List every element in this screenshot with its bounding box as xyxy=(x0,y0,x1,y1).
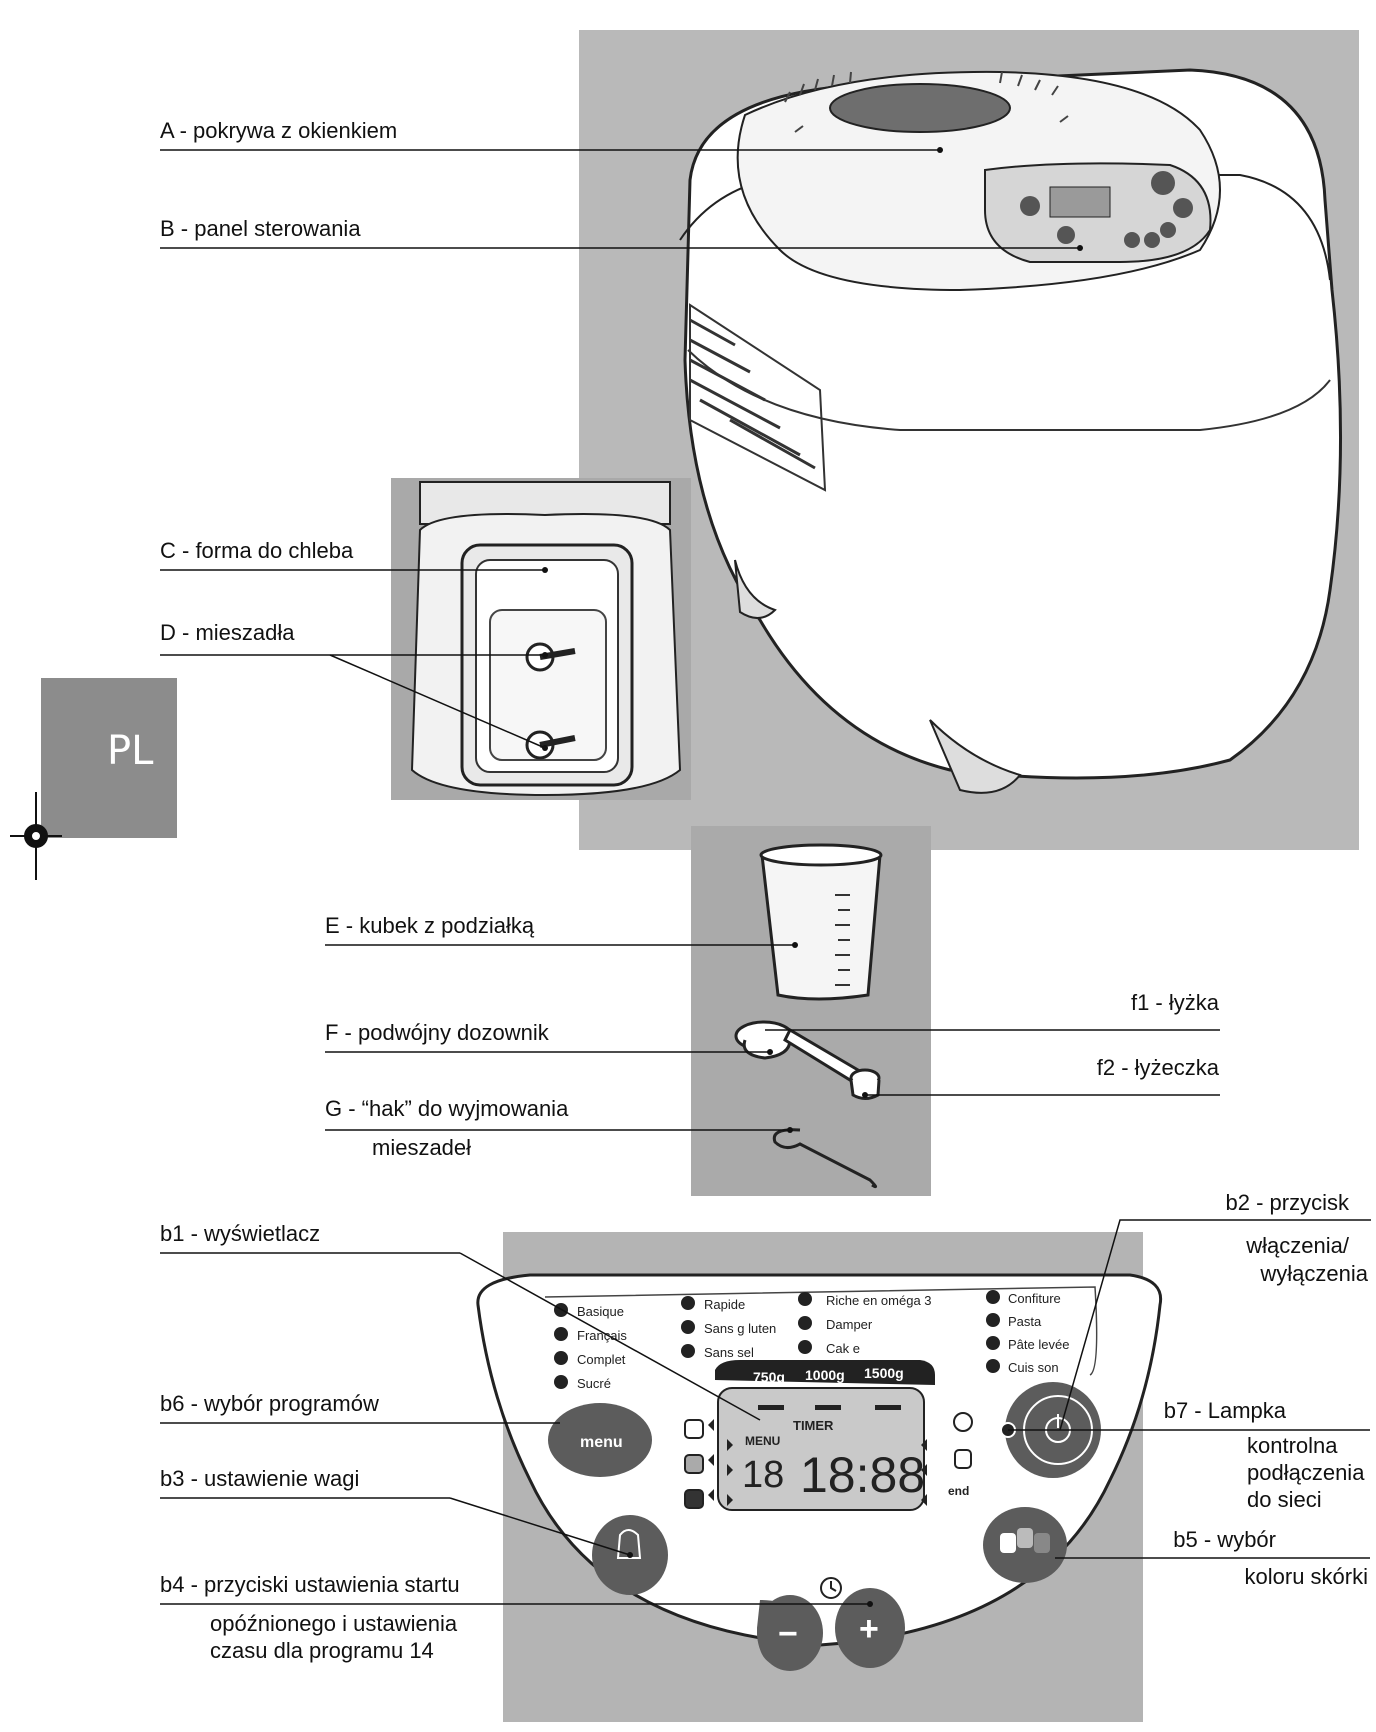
registration-mark-icon xyxy=(10,792,62,880)
lcd-timer: TIMER xyxy=(793,1418,834,1433)
label-b5-crust-color: b5 - wybór xyxy=(1173,1527,1276,1552)
label-b7-line2: kontrolna xyxy=(1247,1433,1338,1458)
label-f-double-dispenser: F - podwójny dozownik xyxy=(325,1020,549,1045)
label-b7-line3: podłączenia xyxy=(1247,1460,1365,1485)
program-label: Rapide xyxy=(704,1297,745,1312)
lcd-menu: MENU xyxy=(745,1434,780,1448)
label-b6-program-select: b6 - wybór programów xyxy=(160,1391,379,1416)
program-label: Riche en oméga 3 xyxy=(826,1293,932,1308)
label-f1-spoon: f1 - łyżka xyxy=(1130,990,1219,1015)
hook-tool-illustration xyxy=(772,1128,877,1189)
weight-750: 750g xyxy=(753,1369,785,1385)
lcd-end-label: end xyxy=(948,1484,969,1498)
language-code: PL xyxy=(107,728,154,774)
label-g-hook-line2: mieszadeł xyxy=(372,1135,472,1160)
leader-lines xyxy=(160,149,1371,1605)
program-label: Français xyxy=(577,1328,627,1343)
label-e-measuring-cup: E - kubek z podziałką xyxy=(325,913,535,938)
program-label: Damper xyxy=(826,1317,873,1332)
double-measuring-spoon-illustration xyxy=(734,1020,881,1100)
program-label: Cak e xyxy=(826,1341,860,1356)
label-b5-line2: koloru skórki xyxy=(1244,1564,1368,1589)
program-label: Sans g luten xyxy=(704,1321,776,1336)
program-label: Basique xyxy=(577,1304,624,1319)
label-b7-power-lamp: b7 - Lampka xyxy=(1163,1398,1286,1423)
label-b4-line3: czasu dla programu 14 xyxy=(210,1638,434,1663)
label-b2-line2: włączenia/ xyxy=(1246,1233,1349,1258)
menu-button-label: menu xyxy=(580,1434,623,1451)
leader-dots xyxy=(542,147,1083,1607)
label-d-kneading-paddles: D - mieszadła xyxy=(160,620,295,645)
program-label: Sans sel xyxy=(704,1345,754,1360)
program-label: Pâte levée xyxy=(1008,1337,1069,1352)
program-label: Cuis son xyxy=(1008,1360,1059,1375)
program-label: Confiture xyxy=(1008,1291,1061,1306)
label-b1-display: b1 - wyświetlacz xyxy=(160,1221,321,1246)
measuring-cup-illustration xyxy=(759,843,883,1001)
bread-machine-illustration xyxy=(679,68,1342,794)
bread-pan-illustration xyxy=(410,481,682,797)
label-b7-line4: do sieci xyxy=(1247,1487,1322,1512)
weight-1000: 1000g xyxy=(805,1367,845,1383)
minus-icon: − xyxy=(778,1615,798,1653)
label-b-control-panel: B - panel sterowania xyxy=(160,216,361,241)
label-b2-power-button: b2 - przycisk xyxy=(1225,1190,1349,1215)
plus-icon: + xyxy=(859,1610,879,1648)
program-label: Sucré xyxy=(577,1376,611,1391)
program-label: Pasta xyxy=(1008,1314,1042,1329)
weight-1500: 1500g xyxy=(864,1365,904,1381)
control-panel-illustration: Basique Français Complet Sucré Rapide Sa… xyxy=(476,1273,1163,1671)
label-b4-line2: opóźnionego i ustawienia xyxy=(210,1611,458,1636)
label-f2-teaspoon: f2 - łyżeczka xyxy=(1096,1055,1219,1080)
lcd-time-digits: 18:88 xyxy=(800,1447,925,1503)
label-b4-delay-buttons: b4 - przyciski ustawienia startu xyxy=(160,1572,460,1597)
label-b3-weight-setting: b3 - ustawienie wagi xyxy=(160,1466,360,1491)
label-b2-line3: wyłączenia xyxy=(1260,1261,1368,1286)
label-g-hook: G - “hak” do wyjmowania xyxy=(325,1096,569,1121)
label-a-lid: A - pokrywa z okienkiem xyxy=(160,118,398,143)
label-c-bread-pan: C - forma do chleba xyxy=(160,538,354,563)
language-badge: PL xyxy=(41,678,177,838)
lcd-program-digit: 18 xyxy=(742,1454,784,1496)
program-label: Complet xyxy=(577,1352,626,1367)
